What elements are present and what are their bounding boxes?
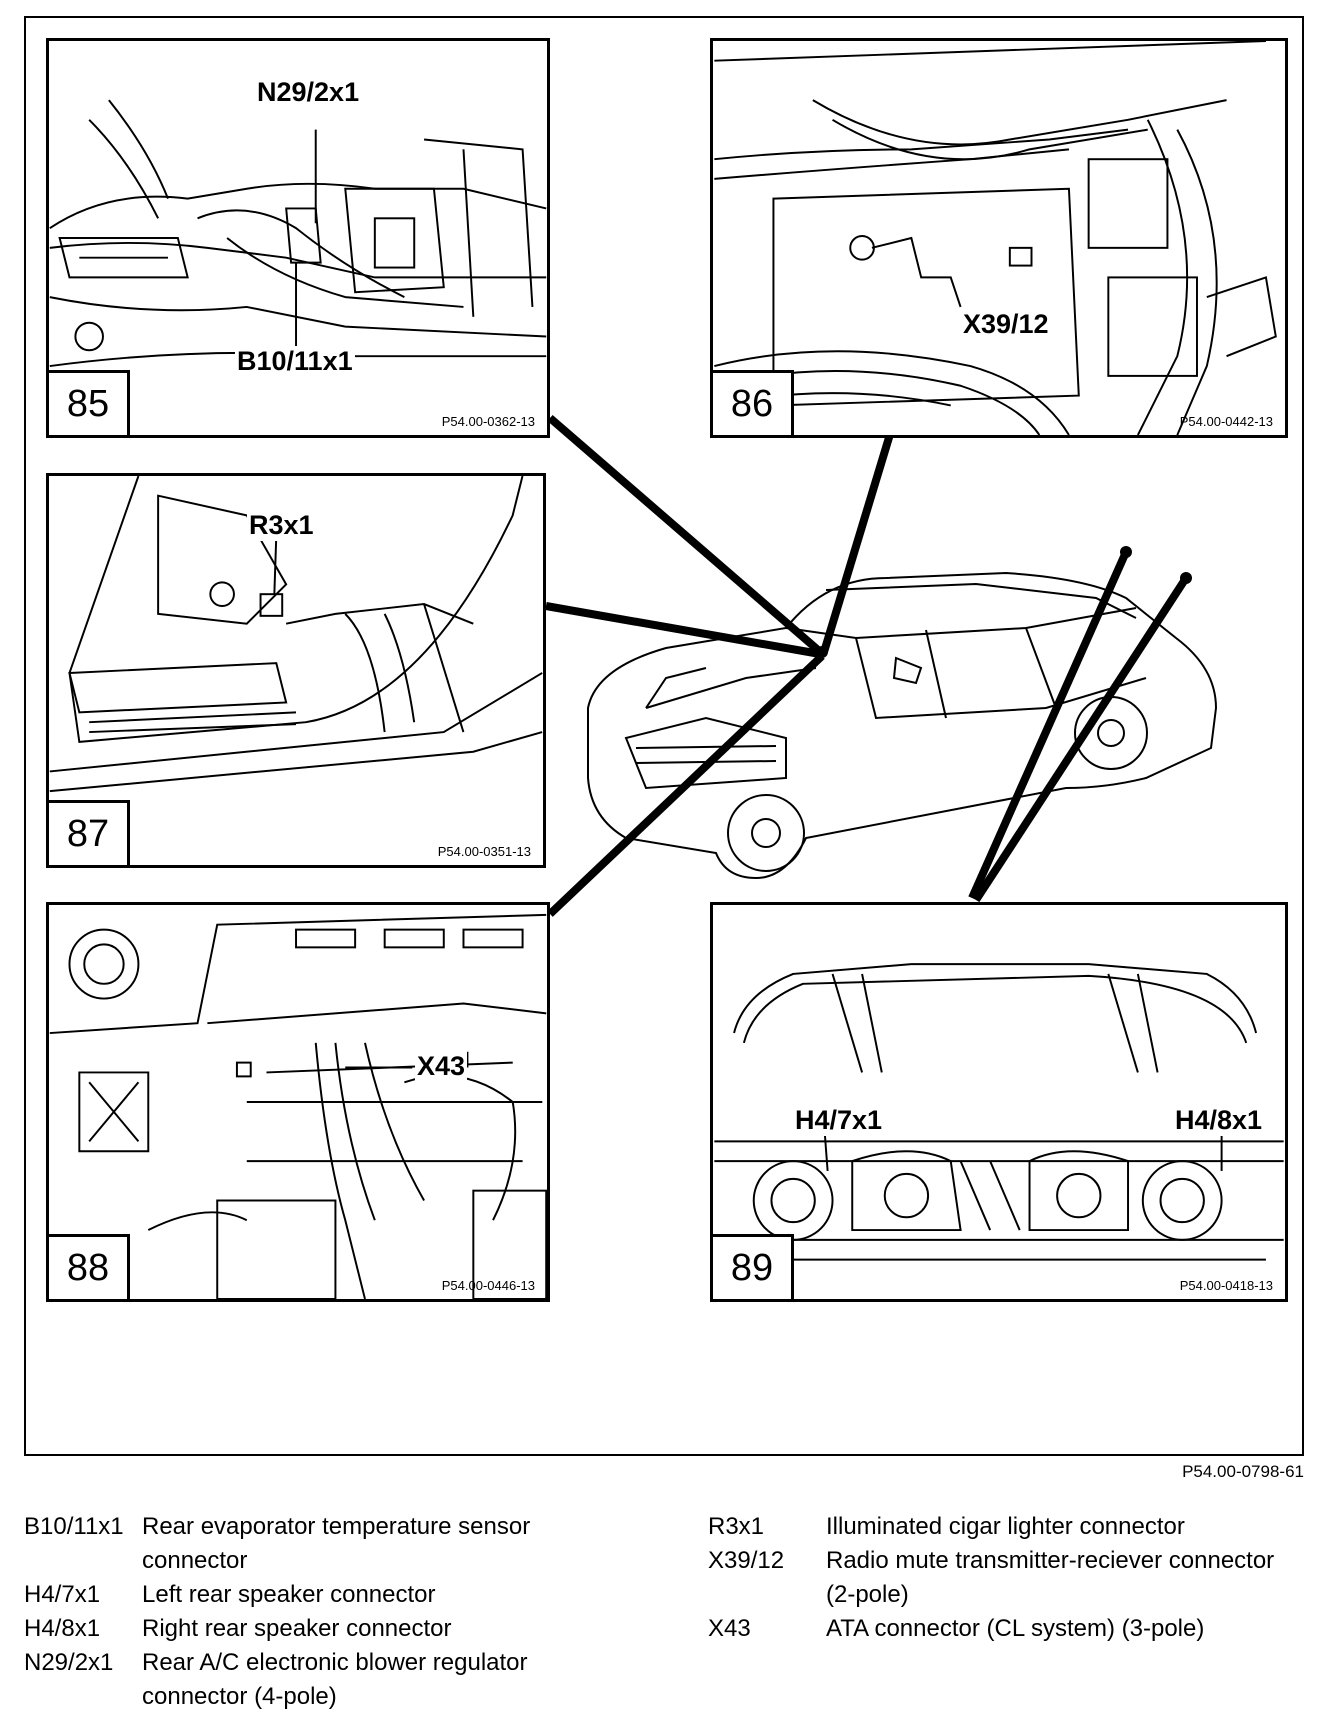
legend-code: H4/7x1 (24, 1581, 101, 1608)
legend-desc: Radio mute transmitter-reciever connecto… (826, 1547, 1275, 1608)
legend-item: R3x1 Illuminated cigar lighter connector (708, 1510, 1286, 1544)
panel-89: H4/7x1 H4/8x1 89 P54.00-0418-13 (710, 902, 1288, 1302)
callout-x43: X43 (415, 1051, 468, 1082)
legend-desc: Right rear speaker connector (142, 1615, 452, 1642)
callout-h4-8x1: H4/8x1 (1173, 1105, 1265, 1136)
panel-87-drawing (49, 476, 543, 793)
panel-code: P54.00-0418-13 (1179, 1278, 1273, 1293)
panel-number: 89 (713, 1234, 794, 1299)
legend-item: H4/7x1 Left rear speaker connector (24, 1578, 592, 1612)
callout-r3x1: R3x1 (247, 510, 316, 541)
callout-b10-11x1: B10/11x1 (235, 346, 355, 377)
panel-85: N29/2x1 B10/11x1 85 P54.00-0362-13 (46, 38, 550, 438)
callout-x39-12: X39/12 (961, 309, 1051, 340)
panel-88: X43 88 P54.00-0446-13 (46, 902, 550, 1302)
legend-item: N29/2x1 Rear A/C electronic blower regul… (24, 1646, 592, 1714)
legend-code: R3x1 (708, 1513, 765, 1540)
panel-number: 88 (49, 1234, 130, 1299)
legend-code: N29/2x1 (24, 1649, 114, 1676)
panel-code: P54.00-0446-13 (441, 1278, 535, 1293)
car-illustration (545, 414, 1218, 917)
callout-h4-7x1: H4/7x1 (793, 1105, 885, 1136)
legend-desc: Left rear speaker connector (142, 1581, 436, 1608)
legend-code: X43 (708, 1615, 751, 1642)
panel-code: P54.00-0362-13 (441, 414, 535, 429)
legend-desc: Rear A/C electronic blower regulator con… (142, 1649, 528, 1710)
panel-89-drawing (714, 963, 1284, 1261)
panel-86-drawing (714, 41, 1277, 435)
legend-code: X39/12 (708, 1547, 785, 1574)
legend-desc: Rear evaporator temperature sensor conne… (142, 1513, 531, 1574)
callout-n29-2x1: N29/2x1 (255, 77, 362, 108)
panel-number: 87 (49, 800, 130, 865)
panel-86: X39/12 86 P54.00-0442-13 (710, 38, 1288, 438)
legend-item: H4/8x1 Right rear speaker connector (24, 1612, 592, 1646)
diagram-frame: N29/2x1 B10/11x1 85 P54.00-0362-13 (24, 16, 1304, 1456)
panel-code: P54.00-0442-13 (1179, 414, 1273, 429)
legend-item: X39/12 Radio mute transmitter-reciever c… (708, 1544, 1286, 1612)
panel-code: P54.00-0351-13 (437, 844, 531, 859)
panel-88-drawing (49, 913, 547, 1299)
legend-desc: ATA connector (CL system) (3-pole) (826, 1615, 1205, 1642)
legend-desc: Illuminated cigar lighter connector (826, 1513, 1185, 1540)
drawing-code: P54.00-0798-61 (1182, 1462, 1304, 1481)
panel-87: R3x1 87 P54.00-0351-13 (46, 473, 546, 868)
legend-code: B10/11x1 (24, 1513, 124, 1540)
panel-number: 86 (713, 370, 794, 435)
legend-item: B10/11x1 Rear evaporator temperature sen… (24, 1510, 592, 1578)
legend-code: H4/8x1 (24, 1615, 101, 1642)
panel-number: 85 (49, 370, 130, 435)
legend-item: X43 ATA connector (CL system) (3-pole) (708, 1612, 1286, 1646)
